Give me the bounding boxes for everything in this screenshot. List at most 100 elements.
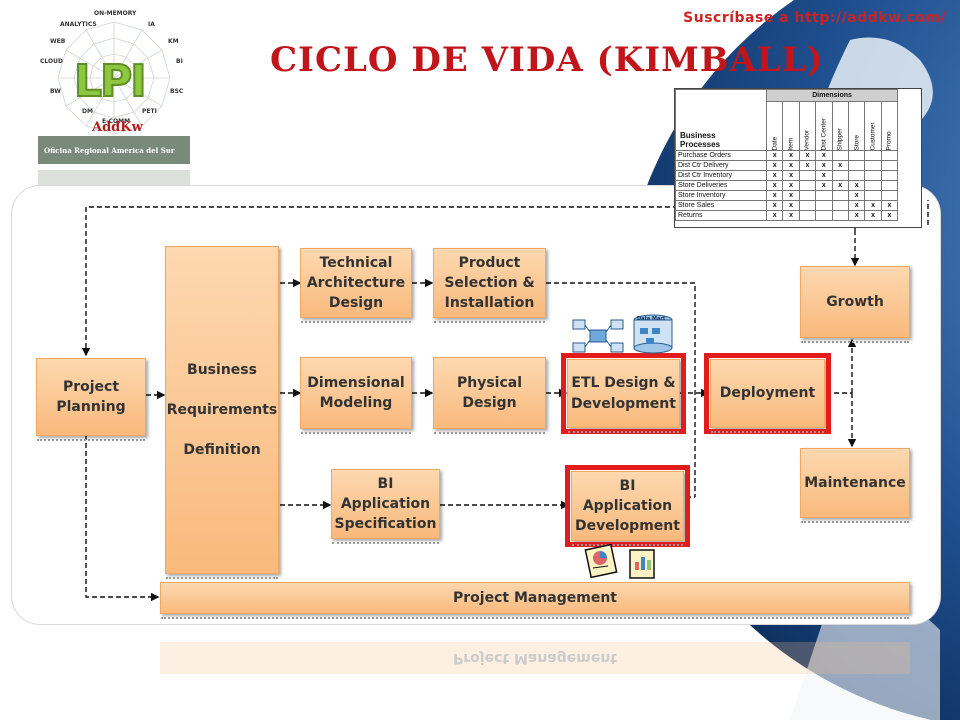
matrix-cell: x xyxy=(815,180,833,191)
business-requirements-box: Business Requirements Definition xyxy=(165,246,279,579)
matrix-cell xyxy=(798,200,817,211)
matrix-cell: x xyxy=(847,190,866,201)
matrix-column-header: Dist Center xyxy=(815,101,833,151)
bi-application-development-box: BI Application Development xyxy=(565,465,690,547)
matrix-cell xyxy=(880,190,899,201)
matrix-column-label: Vendor xyxy=(803,129,811,151)
lpi-logo: ON-MEMORY ANALYTICS IA WEB KM CLOUD BI B… xyxy=(38,8,190,164)
logo-spoke-label: E-COMM xyxy=(102,118,131,125)
matrix-cell: x xyxy=(782,150,800,161)
logo-spoke-label: PETI xyxy=(142,108,157,115)
matrix-cell: x xyxy=(880,210,899,221)
matrix-cell: x xyxy=(815,150,833,161)
physical-design-box: Physical Design xyxy=(433,357,546,434)
matrix-cell xyxy=(831,190,849,201)
matrix-cell: x xyxy=(798,150,817,161)
growth-box: Growth xyxy=(800,266,910,343)
matrix-column-header: Shipper xyxy=(831,101,849,151)
matrix-cell xyxy=(798,190,817,201)
logo-spoke-label: DM xyxy=(82,108,93,115)
bi-application-specification-box: BI Application Specification xyxy=(331,469,440,544)
matrix-column-header: Store xyxy=(847,101,866,151)
matrix-cell: x xyxy=(782,180,800,191)
matrix-cell: x xyxy=(782,160,800,171)
data-mart-icon xyxy=(633,314,673,354)
matrix-column-label: Customer xyxy=(869,122,877,151)
matrix-cell xyxy=(798,180,817,191)
report-pie-chart-icon xyxy=(584,544,618,578)
matrix-cell: x xyxy=(765,150,784,161)
matrix-cell xyxy=(847,170,866,181)
matrix-column-label: Item xyxy=(787,137,795,151)
logo-spoke-label: BI xyxy=(176,58,183,65)
matrix-cell: x xyxy=(782,190,800,201)
technical-architecture-box: Technical Architecture Design xyxy=(300,248,412,323)
matrix-cell: x xyxy=(765,210,784,221)
matrix-cell xyxy=(864,190,882,201)
matrix-cell xyxy=(880,180,899,191)
matrix-column-label: Dist Center xyxy=(820,117,828,151)
matrix-cell: x xyxy=(847,210,866,221)
logo-spoke-label: CLOUD xyxy=(40,58,63,65)
matrix-cell xyxy=(831,150,849,161)
etl-design-box: ETL Design & Development xyxy=(561,353,686,434)
matrix-cell xyxy=(815,190,833,201)
matrix-cell: x xyxy=(847,200,866,211)
matrix-cell xyxy=(880,170,899,181)
matrix-cell xyxy=(880,150,899,161)
matrix-column-header: Customer xyxy=(864,101,882,151)
project-management-box: Project Management xyxy=(160,582,910,619)
matrix-column-label: Shipper xyxy=(836,128,844,151)
matrix-cell: x xyxy=(765,160,784,171)
dimensions-header: Dimensions xyxy=(765,89,899,102)
logo-spoke-label: KM xyxy=(168,38,179,45)
logo-letters: LPI xyxy=(73,55,148,108)
dimensional-modeling-box: Dimensional Modeling xyxy=(300,357,412,434)
matrix-column-header: Date xyxy=(765,101,784,151)
subscribe-link[interactable]: Suscríbase a http://addkw.com/ xyxy=(683,10,946,26)
data-mart-label: Data Mart xyxy=(637,316,666,322)
matrix-row-label: Dist Ctr Delivery xyxy=(675,160,767,171)
matrix-cell: x xyxy=(782,200,800,211)
logo-brand: AddKw xyxy=(92,120,143,135)
requirements-label: Requirements xyxy=(166,401,278,418)
matrix-column-header: Vendor xyxy=(798,101,817,151)
matrix-cell: x xyxy=(765,170,784,181)
definition-label: Definition xyxy=(183,442,261,459)
matrix-column-label: Promo xyxy=(885,131,893,151)
logo-spoke-label: BW xyxy=(50,88,61,95)
matrix-row-label: Dist Ctr Inventory xyxy=(675,170,767,181)
matrix-column-label: Store xyxy=(853,134,861,151)
business-processes-header: Business Processes xyxy=(675,89,767,151)
matrix-cell: x xyxy=(765,190,784,201)
matrix-row-label: Returns xyxy=(675,210,767,221)
matrix-cell xyxy=(831,170,849,181)
project-management-reflection-label: Project Management xyxy=(160,642,910,674)
matrix-cell: x xyxy=(815,160,833,171)
business-label: Business xyxy=(187,361,257,378)
matrix-row-label: Purchase Orders xyxy=(675,150,767,161)
matrix-cell xyxy=(831,200,849,211)
matrix-cell: x xyxy=(880,200,899,211)
matrix-row-label: Store Deliveries xyxy=(675,180,767,191)
matrix-cell xyxy=(880,160,899,171)
matrix-column-header: Promo xyxy=(880,101,899,151)
logo-caption: Oficina Regional America del Sur xyxy=(44,146,175,155)
matrix-cell: x xyxy=(798,160,817,171)
matrix-cell xyxy=(847,150,866,161)
product-selection-box: Product Selection & Installation xyxy=(433,248,546,323)
matrix-cell: x xyxy=(864,200,882,211)
report-bar-chart-icon xyxy=(629,549,655,579)
matrix-cell xyxy=(815,210,833,221)
matrix-cell: x xyxy=(782,210,800,221)
matrix-cell xyxy=(815,200,833,211)
logo-spoke-label: IA xyxy=(148,21,155,28)
matrix-cell xyxy=(864,170,882,181)
project-management-reflection: Project Management xyxy=(160,640,910,674)
